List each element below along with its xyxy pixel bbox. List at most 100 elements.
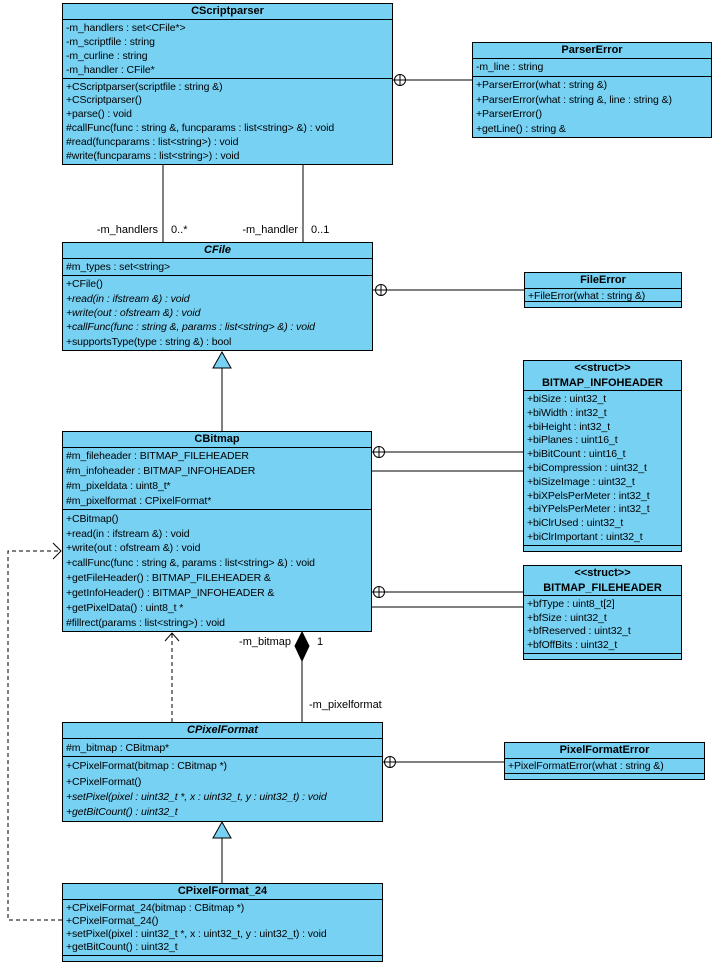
uml-method: +CPixelFormat() bbox=[66, 775, 142, 788]
uml-method: +getLine() : string & bbox=[476, 122, 566, 135]
uml-attribute: #m_types : set<string> bbox=[66, 261, 171, 274]
generalization-cbitmap-cfile[interactable] bbox=[212, 350, 232, 431]
uml-method: +CBitmap() bbox=[66, 512, 119, 525]
uml-attribute: #m_pixeldata : uint8_t* bbox=[66, 480, 171, 493]
uml-attribute: #m_infoheader : BITMAP_INFOHEADER bbox=[66, 465, 256, 478]
empty-compartment bbox=[505, 773, 704, 779]
uml-attribute: #m_pixelformat : CPixelFormat* bbox=[66, 494, 212, 507]
attributes-compartment: #m_fileheader : BITMAP_FILEHEADER #m_inf… bbox=[63, 448, 371, 511]
class-bitmap-fileheader[interactable]: <<struct>> BITMAP_FILEHEADER +bfType : u… bbox=[523, 565, 682, 660]
uml-attribute: -m_handler : CFile* bbox=[66, 63, 155, 76]
class-fileerror[interactable]: FileError +FileError(what : string &) bbox=[524, 272, 682, 308]
uml-method: +CPixelFormat_24() bbox=[66, 914, 159, 927]
uml-attribute: +bfType : uint8_t[2] bbox=[527, 597, 615, 610]
dependency-cpixelformat-cbitmap[interactable] bbox=[164, 632, 180, 722]
class-title: CPixelFormat bbox=[63, 723, 382, 739]
connector-cpixelformat-pixelformaterror[interactable] bbox=[383, 756, 504, 768]
generalization-cpixelformat24-cpixelformat[interactable] bbox=[212, 820, 232, 883]
hollow-triangle-icon bbox=[212, 820, 232, 839]
uml-attribute: #m_bitmap : CBitmap* bbox=[66, 741, 170, 754]
uml-method: +read(in : ifstream &) : void bbox=[66, 527, 190, 540]
role-label-m-handler: -m_handler bbox=[242, 224, 298, 236]
empty-compartment bbox=[524, 545, 681, 551]
empty-compartment bbox=[63, 955, 382, 961]
uml-method: +ParserError() bbox=[476, 108, 542, 121]
uml-attribute: +biXPelsPerMeter : int32_t bbox=[527, 489, 650, 502]
uml-method: +FileError(what : string &) bbox=[528, 290, 646, 302]
connector-cbitmap-fileheader[interactable] bbox=[372, 586, 523, 608]
uml-attribute: +bfSize : uint32_t bbox=[527, 611, 607, 624]
uml-attribute: +biPlanes : uint16_t bbox=[527, 434, 618, 447]
class-cpixelformat-24[interactable]: CPixelFormat_24 +CPixelFormat_24(bitmap … bbox=[62, 883, 383, 962]
uml-method: #read(funcparams : list<string>) : void bbox=[66, 136, 239, 149]
class-cfile[interactable]: CFile #m_types : set<string> +CFile() +r… bbox=[62, 242, 373, 351]
uml-attribute: +biSizeImage : uint32_t bbox=[527, 475, 635, 488]
uml-attribute: -m_line : string bbox=[476, 61, 544, 74]
class-cscriptparser[interactable]: CScriptparser -m_handlers : set<CFile*> … bbox=[62, 3, 393, 165]
uml-method: +PixelFormatError(what : string &) bbox=[508, 760, 664, 772]
uml-method: +setPixel(pixel : uint32_t *, x : uint32… bbox=[66, 928, 327, 941]
role-label-m-handlers: -m_handlers bbox=[96, 224, 158, 236]
class-bitmap-infoheader[interactable]: <<struct>> BITMAP_INFOHEADER +biSize : u… bbox=[523, 360, 682, 552]
uml-method: +getInfoHeader() : BITMAP_INFOHEADER & bbox=[66, 586, 275, 599]
methods-compartment: +CScriptparser(scriptfile : string &) +C… bbox=[63, 79, 392, 164]
uml-method: +getPixelData() : uint8_t * bbox=[66, 601, 184, 614]
attributes-compartment: #m_bitmap : CBitmap* bbox=[63, 739, 382, 758]
uml-attribute: +bfReserved : uint32_t bbox=[527, 625, 631, 638]
attributes-compartment: -m_line : string bbox=[473, 59, 711, 77]
uml-method: +CScriptparser(scriptfile : string &) bbox=[66, 80, 223, 93]
uml-method: +parse() : void bbox=[66, 108, 132, 121]
uml-attribute: +biClrImportant : uint32_t bbox=[527, 531, 643, 544]
class-title: CPixelFormat_24 bbox=[63, 884, 382, 900]
methods-compartment: +CFile() +read(in : ifstream &) : void +… bbox=[63, 276, 372, 350]
uml-attribute: +biHeight : int32_t bbox=[527, 420, 611, 433]
class-name-label: BITMAP_INFOHEADER bbox=[541, 376, 663, 389]
uml-method: +getFileHeader() : BITMAP_FILEHEADER & bbox=[66, 572, 271, 585]
class-title: PixelFormatError bbox=[505, 743, 704, 759]
class-parsererror[interactable]: ParserError -m_line : string +ParserErro… bbox=[472, 42, 712, 138]
uml-attribute: +bfOffBits : uint32_t bbox=[527, 639, 618, 652]
uml-method: +ParserError(what : string &, line : str… bbox=[476, 93, 672, 106]
dependency-line[interactable] bbox=[7, 550, 62, 921]
class-pixelformaterror[interactable]: PixelFormatError +PixelFormatError(what … bbox=[504, 742, 705, 780]
attributes-compartment: +bfType : uint8_t[2] +bfSize : uint32_t … bbox=[524, 596, 681, 653]
uml-attribute: +biYPelsPerMeter : int32_t bbox=[527, 503, 650, 516]
uml-method: +CScriptparser() bbox=[66, 94, 142, 107]
class-title: <<struct>> BITMAP_INFOHEADER bbox=[524, 361, 681, 391]
class-cpixelformat[interactable]: CPixelFormat #m_bitmap : CBitmap* +CPixe… bbox=[62, 722, 383, 822]
class-cbitmap[interactable]: CBitmap #m_fileheader : BITMAP_FILEHEADE… bbox=[62, 431, 372, 632]
methods-compartment: +CBitmap() +read(in : ifstream &) : void… bbox=[63, 510, 371, 631]
class-title: <<struct>> BITMAP_FILEHEADER bbox=[524, 566, 681, 596]
role-label-m-bitmap: -m_bitmap bbox=[239, 636, 291, 648]
connector-cbitmap-infoheader[interactable] bbox=[372, 446, 523, 472]
methods-compartment: +CPixelFormat(bitmap : CBitmap *) +CPixe… bbox=[63, 757, 382, 821]
uml-method: +CPixelFormat_24(bitmap : CBitmap *) bbox=[66, 901, 245, 914]
connector-cscriptparser-parsererror[interactable] bbox=[393, 74, 472, 86]
filled-diamond-icon bbox=[294, 630, 310, 663]
uml-method: #callFunc(func : string &, funcparams : … bbox=[66, 122, 335, 135]
uml-method: +supportsType(type : string &) : bool bbox=[66, 335, 232, 348]
multiplicity-label: 0..1 bbox=[311, 224, 330, 236]
uml-method: #write(funcparams : list<string>) : void bbox=[66, 150, 240, 163]
stereotype-label: <<struct>> bbox=[574, 567, 631, 579]
stereotype-label: <<struct>> bbox=[574, 362, 631, 374]
open-arrowhead-icon bbox=[52, 542, 62, 560]
uml-method: +CFile() bbox=[66, 278, 103, 291]
dependency-cpixelformat24-cbitmap[interactable] bbox=[7, 542, 62, 921]
multiplicity-label: 0..* bbox=[171, 224, 188, 236]
methods-compartment: +PixelFormatError(what : string &) bbox=[505, 759, 704, 773]
uml-attribute: +biCompression : uint32_t bbox=[527, 461, 647, 474]
uml-method: +callFunc(func : string &, params : list… bbox=[66, 321, 315, 334]
composition-cbitmap-cpixelformat[interactable] bbox=[294, 630, 310, 722]
connector-cfile-fileerror[interactable] bbox=[373, 284, 524, 296]
multiplicity-label: 1 bbox=[317, 636, 324, 648]
uml-method: +setPixel(pixel : uint32_t *, x : uint32… bbox=[66, 790, 327, 803]
uml-attribute: #m_fileheader : BITMAP_FILEHEADER bbox=[66, 450, 249, 463]
uml-method: +ParserError(what : string &) bbox=[476, 78, 608, 91]
attributes-compartment: +biSize : uint32_t +biWidth : int32_t +b… bbox=[524, 391, 681, 545]
uml-method: +getBitCount() : uint32_t bbox=[66, 806, 178, 819]
attributes-compartment: #m_types : set<string> bbox=[63, 259, 372, 277]
uml-method: +write(out : ofstream &) : void bbox=[66, 307, 201, 320]
